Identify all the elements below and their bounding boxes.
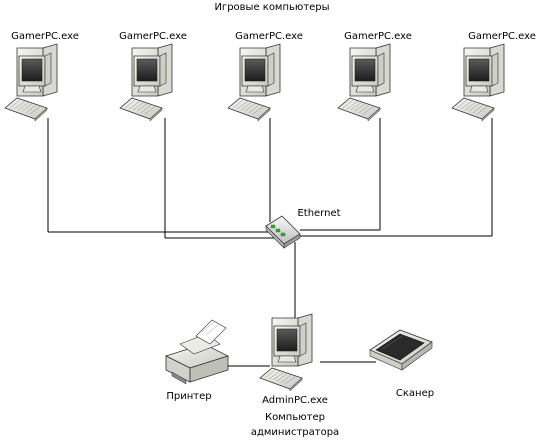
gamer-pc-3-label: GamerPC.exe: [235, 31, 303, 42]
gamer-pc-5[interactable]: [451, 43, 505, 122]
printer-label: Принтер: [166, 391, 212, 402]
gamer-pc-2[interactable]: [119, 43, 173, 122]
ethernet-hub-icon[interactable]: [265, 215, 301, 249]
gamer-pc-3[interactable]: [227, 43, 281, 122]
admin-role-line2: администратора: [250, 427, 340, 438]
admin-role-line1: Компьютер: [265, 412, 325, 423]
gamer-pc-4-label: GamerPC.exe: [344, 31, 412, 42]
admin-pc[interactable]: [259, 313, 313, 392]
scanner-label: Сканер: [395, 388, 435, 399]
network-cables: [47, 118, 493, 367]
group-title: Игровые компьютеры: [214, 2, 330, 13]
hub-label: Ethernet: [297, 208, 341, 219]
admin-pc-label: AdminPC.exe: [262, 395, 328, 406]
gamer-pc-5-label: GamerPC.exe: [468, 31, 536, 42]
gamer-pc-2-label: GamerPC.exe: [119, 31, 187, 42]
scanner-icon[interactable]: [369, 329, 433, 371]
printer-icon[interactable]: [164, 319, 230, 385]
gamer-pc-1[interactable]: [4, 43, 58, 122]
gamer-pc-1-label: GamerPC.exe: [11, 31, 79, 42]
gamer-pc-4[interactable]: [337, 43, 391, 122]
